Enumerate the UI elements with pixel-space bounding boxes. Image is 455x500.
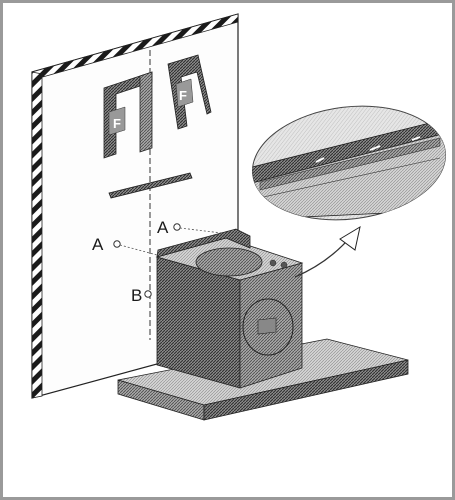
detail-zoom	[245, 105, 451, 221]
point-a-right-label: A	[157, 218, 169, 237]
bracket-right-badge	[175, 78, 194, 108]
point-a-left-label: A	[92, 235, 104, 254]
appliance-unit	[155, 228, 304, 389]
mounting-strip	[108, 172, 193, 199]
bracket-right-label: F	[179, 88, 187, 103]
appliance-back-panel	[156, 228, 251, 258]
appliance-knob	[269, 259, 277, 267]
appliance-drum	[195, 247, 263, 277]
bracket-left: F	[103, 71, 153, 159]
wall-left-edge	[31, 71, 43, 399]
detail-arrow-head	[339, 225, 361, 251]
point-b: B	[131, 286, 152, 305]
point-b-label: B	[131, 286, 142, 305]
point-a-left: A	[92, 235, 169, 259]
appliance-knob	[280, 261, 288, 269]
bracket-left-label: F	[113, 116, 121, 131]
appliance-door-handle	[257, 317, 277, 335]
bracket-left-badge	[108, 106, 126, 136]
bracket-right: F	[167, 54, 212, 130]
appliance-door	[242, 298, 294, 356]
